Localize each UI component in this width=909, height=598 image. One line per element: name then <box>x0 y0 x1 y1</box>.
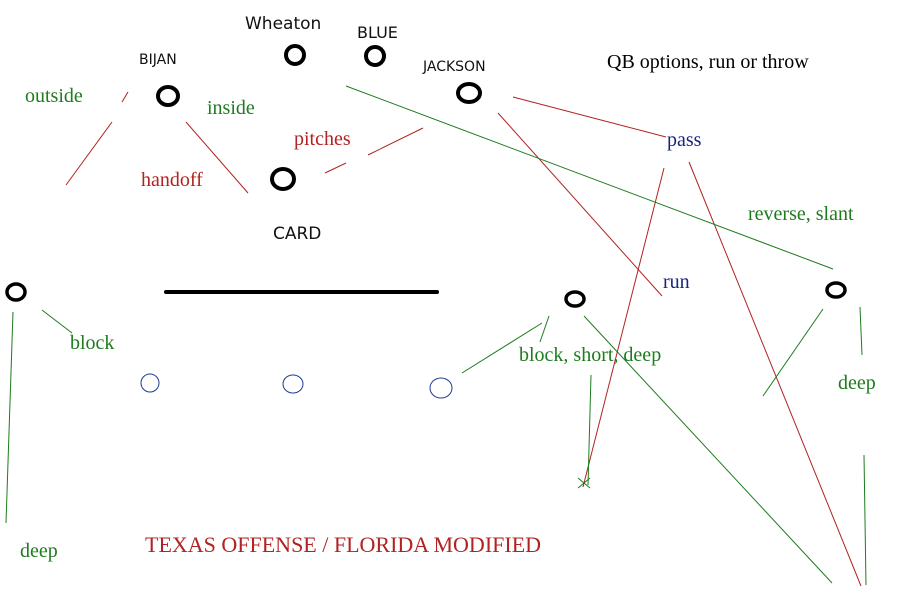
deep-right-label: deep <box>838 372 876 394</box>
run-label: run <box>663 271 690 293</box>
slot-short-stem-line <box>587 374 592 486</box>
reverse-slant-route-line <box>345 85 834 270</box>
blue-label: BLUE <box>357 23 398 42</box>
pass-route-line <box>512 96 667 138</box>
left-receiver-marker <box>5 282 27 302</box>
right-wr-route-line <box>762 308 824 397</box>
deep-left-label: deep <box>20 540 58 562</box>
block-label: block <box>70 332 114 354</box>
left-deep-route-line <box>5 311 14 524</box>
slot-receiver-marker <box>564 290 586 308</box>
slot-block-route-line <box>461 322 543 374</box>
outside-label: outside <box>25 85 83 107</box>
lineman-marker-left <box>140 373 160 393</box>
lineman-marker-center <box>282 374 304 394</box>
pass-deep-route-line-left <box>582 167 665 488</box>
right-receiver-marker <box>825 281 847 299</box>
card-player-marker <box>270 167 296 191</box>
handoff-route-line <box>185 121 249 194</box>
blue-player-marker <box>364 45 386 67</box>
block-route-line <box>41 309 73 334</box>
bijan-player-marker <box>156 85 180 107</box>
pitches-label: pitches <box>294 128 351 150</box>
right-deep-route-line-upper <box>859 306 863 356</box>
pitches-route-line-lower <box>324 162 347 174</box>
card-label: CARD <box>273 224 321 244</box>
pass-deep-route-line-right <box>688 161 862 587</box>
wheaton-player-marker <box>284 44 306 66</box>
outside-route-line <box>65 121 113 186</box>
outside-tick-line <box>121 91 129 103</box>
right-deep-route-line-lower <box>863 454 867 586</box>
route-end-x-b <box>577 477 591 489</box>
diagram-title: TEXAS OFFENSE / FLORIDA MODIFIED <box>145 532 541 557</box>
pitches-route-line-upper <box>367 127 424 156</box>
run-route-line <box>497 112 663 297</box>
wheaton-label: Wheaton <box>245 14 321 34</box>
qb-options-label: QB options, run or throw <box>607 51 809 73</box>
inside-label: inside <box>207 97 255 119</box>
reverse-slant-label: reverse, slant <box>748 203 854 225</box>
bijan-label: BIJAN <box>139 52 177 68</box>
block-short-deep-label: block, short, deep <box>519 344 661 366</box>
jackson-player-marker <box>456 82 482 104</box>
handoff-label: handoff <box>141 169 203 191</box>
jackson-label: JACKSON <box>422 59 486 75</box>
slot-short-route-line <box>539 315 550 343</box>
pass-label: pass <box>667 129 702 151</box>
lineman-marker-right <box>429 377 453 399</box>
slot-deep-route-line <box>583 315 833 584</box>
